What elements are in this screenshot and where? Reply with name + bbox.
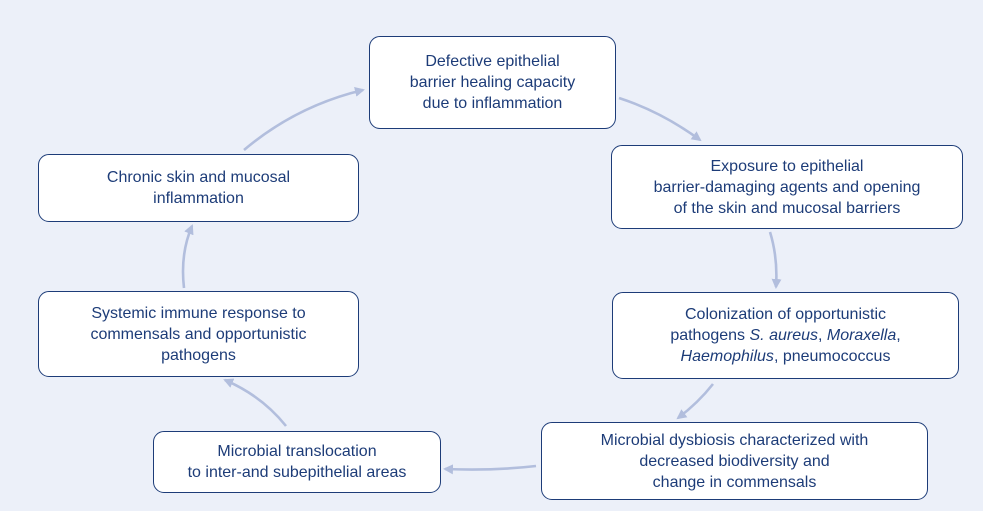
node-text: Exposure to epithelial barrier-damaging a…: [654, 156, 921, 219]
node-colonization: Colonization of opportunistic pathogens S…: [612, 292, 959, 379]
node-text-segment: Microbial dysbiosis characterized with: [600, 431, 869, 449]
arrow-systemic-response-to-chronic-inflammation: [181, 224, 194, 289]
node-text-line: Microbial translocation: [188, 441, 407, 462]
node-text-line: Systemic immune response to: [90, 303, 306, 324]
arrow-dysbiosis-to-translocation: [443, 464, 537, 475]
node-text-line: Chronic skin and mucosal: [107, 167, 290, 188]
node-text-segment: commensals and opportunistic: [90, 325, 307, 343]
node-chronic-inflammation: Chronic skin and mucosal inflammation: [38, 154, 359, 222]
node-text-segment: , pneumococcus: [773, 348, 891, 365]
node-defective-barrier: Defective epithelial barrier healing capa…: [369, 36, 616, 129]
node-text-segment: Systemic immune response to: [91, 304, 306, 322]
node-text-line: barrier-damaging agents and opening: [654, 177, 921, 198]
node-text-segment: decreased biodiversity and: [639, 452, 830, 470]
node-text: Defective epithelial barrier healing capa…: [410, 51, 575, 114]
arrow-colonization-to-dysbiosis: [676, 383, 715, 420]
arrow-exposure-to-colonization: [768, 231, 782, 289]
node-text-segment: Haemophilus: [680, 348, 774, 365]
arrow-translocation-to-systemic-response: [223, 378, 288, 427]
node-dysbiosis: Microbial dysbiosis characterized with de…: [541, 422, 928, 500]
node-text-segment: ,: [896, 327, 901, 344]
node-text-line: Haemophilus, pneumococcus: [670, 346, 900, 367]
node-exposure: Exposure to epithelial barrier-damaging a…: [611, 145, 963, 229]
arrow-defective-barrier-to-exposure: [618, 96, 702, 142]
node-text-segment: pathogens: [670, 327, 750, 344]
node-text-line: Colonization of opportunistic: [670, 304, 900, 325]
node-text-segment: Microbial translocation: [217, 443, 377, 460]
node-text: Chronic skin and mucosal inflammation: [107, 167, 290, 209]
node-text-line: inflammation: [107, 188, 290, 209]
node-text-line: Microbial dysbiosis characterized with: [601, 430, 869, 451]
node-text: Microbial translocation to inter-and sube…: [188, 441, 407, 483]
node-text-line: Exposure to epithelial: [654, 156, 921, 177]
node-text: Colonization of opportunistic pathogens S…: [670, 304, 900, 367]
node-text-segment: barrier-damaging agents and opening: [653, 178, 921, 196]
arrow-chronic-inflammation-to-defective-barrier: [243, 86, 365, 151]
node-systemic-response: Systemic immune response to commensals an…: [38, 291, 359, 377]
node-text-segment: inflammation: [153, 190, 244, 207]
node-text-segment: to inter-and subepithelial areas: [187, 464, 407, 481]
node-text-segment: Chronic skin and mucosal: [106, 169, 291, 186]
node-text-line: to inter-and subepithelial areas: [188, 462, 407, 483]
node-text-line: of the skin and mucosal barriers: [654, 198, 921, 219]
node-text-segment: ,: [817, 327, 827, 344]
node-text: Systemic immune response to commensals an…: [90, 303, 306, 366]
node-text-segment: of the skin and mucosal barriers: [673, 199, 901, 217]
node-text-line: pathogens S. aureus, Moraxella,: [670, 325, 900, 346]
node-text-line: change in commensals: [601, 472, 869, 493]
node-text-segment: due to inflammation: [422, 95, 563, 112]
node-text-line: Defective epithelial: [410, 51, 575, 72]
node-text-segment: Defective epithelial: [425, 53, 560, 70]
node-text-line: decreased biodiversity and: [601, 451, 869, 472]
node-translocation: Microbial translocation to inter-and sube…: [153, 431, 441, 493]
node-text-segment: Colonization of opportunistic: [684, 306, 886, 323]
node-text: Microbial dysbiosis characterized with de…: [601, 430, 869, 493]
node-text-segment: S. aureus: [749, 327, 818, 344]
node-text-segment: barrier healing capacity: [409, 74, 576, 91]
node-text-segment: Moraxella: [826, 327, 897, 344]
node-text-segment: change in commensals: [652, 473, 817, 491]
node-text-segment: pathogens: [161, 346, 236, 364]
node-text-line: pathogens: [90, 345, 306, 366]
node-text-segment: Exposure to epithelial: [710, 157, 864, 175]
node-text-line: commensals and opportunistic: [90, 324, 306, 345]
node-text-line: due to inflammation: [410, 93, 575, 114]
node-text-line: barrier healing capacity: [410, 72, 575, 93]
